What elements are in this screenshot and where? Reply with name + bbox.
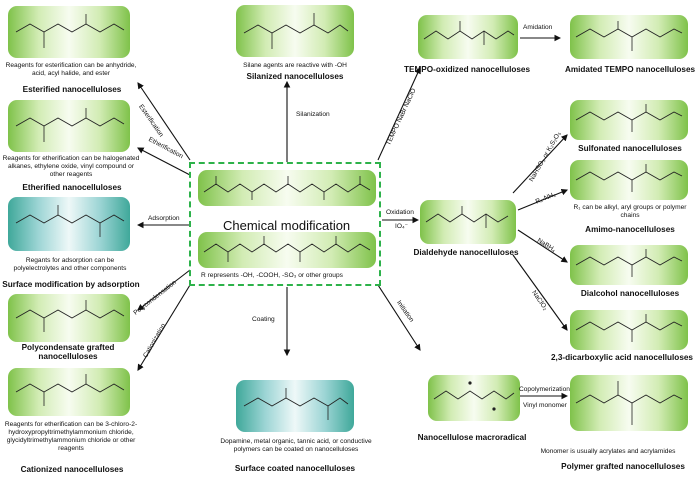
dialcohol-chain	[570, 245, 688, 285]
esterified-chain	[8, 6, 130, 58]
silanized-note: Silane agents are reactive with -OH	[243, 62, 347, 69]
silanized-chain	[236, 5, 354, 57]
coated-note: Dopamine, metal organic, tannic acid, or…	[220, 438, 372, 453]
arrow-polycondensation	[137, 269, 191, 311]
silanized-title: Silanized nanocelluloses	[246, 72, 344, 81]
adsorption-note: Regants for adsorption can be polyelectr…	[13, 257, 127, 272]
polycondensate-chain	[8, 294, 130, 342]
periodate-label: IO₄⁻	[395, 223, 409, 230]
dialcohol-title: Dialcohol nanocelluloses	[580, 289, 680, 298]
adsorption-chain	[8, 197, 130, 251]
adsorption-label: Adsorption	[148, 215, 180, 222]
dicarboxylic-chain	[570, 310, 688, 350]
etherified-chain	[8, 100, 130, 152]
center-top-chain	[198, 170, 376, 206]
chemical-modification-box	[189, 162, 381, 286]
sulfonated-title: Sulfonated nanocelluloses	[578, 144, 682, 153]
arrow-amine	[517, 189, 569, 211]
cationized-chain	[8, 368, 130, 416]
arrow-nabh4	[517, 229, 568, 263]
vinyl-monomer-label: Vinyl monomer	[523, 402, 567, 409]
etherified-note: Reagents for etherification can be halog…	[2, 155, 140, 178]
chemical-modification-title: Chemical modification	[223, 218, 351, 233]
coated-chain	[236, 380, 354, 432]
arrow-esterification	[137, 82, 191, 161]
dialdehyde-title: Dialdehyde nanocelluloses	[413, 248, 519, 257]
amidated-title: Amidated TEMPO nanocelluloses	[564, 65, 696, 74]
etherified-title: Etherified nanocelluloses	[22, 183, 122, 192]
sulfonated-chain	[570, 100, 688, 140]
grafted-note: Monomer is usually acrylates and acrylam…	[540, 448, 676, 455]
silanization-label: Silanization	[296, 111, 330, 118]
esterified-note: Reagents for esterification can be anhyd…	[5, 62, 137, 77]
grafted-chain	[570, 375, 688, 431]
polycondensate-title: Polycondensate grafted nanocelluloses	[21, 343, 115, 361]
oxidation-label: Oxidation	[386, 209, 414, 216]
macroradical-title: Nanocellulose macroradical	[417, 433, 527, 442]
center-bottom-chain	[198, 232, 376, 268]
tempo-title: TEMPO-oxidized nanocelluloses	[403, 65, 531, 74]
tempo-chain	[418, 15, 518, 59]
arrow-etherification	[137, 147, 191, 176]
coated-title: Surface coated nanocelluloses	[234, 464, 356, 473]
cationized-title: Cationized nanocelluloses	[20, 465, 124, 474]
arrow-cationization	[137, 284, 191, 371]
copolymerization-label: Copolymerization	[519, 386, 570, 393]
amino-note: R₁ can be alkyl, aryl groups or polymer …	[573, 204, 687, 219]
amino-title: Amimo-nanocelluloses	[585, 225, 675, 234]
amidation-label: Amidation	[523, 24, 553, 31]
cationized-note: Reagents for etherification can be 3-chl…	[4, 421, 138, 452]
arrow-tempo	[377, 66, 421, 161]
coating-label: Coating	[252, 316, 275, 323]
esterified-title: Esterified nanocelluloses	[22, 85, 122, 94]
dialdehyde-chain	[420, 200, 516, 244]
arrow-initiation	[377, 284, 421, 351]
amino-chain	[570, 160, 688, 200]
arrow-sulfonate	[512, 134, 568, 194]
grafted-title: Polymer grafted nanocelluloses	[561, 462, 685, 471]
arrow-naclo2	[512, 254, 568, 331]
adsorption-title: Surface modification by adsorption	[2, 280, 140, 289]
dicarboxylic-title: 2,3-dicarboxylic acid nanocelluloses	[551, 353, 693, 362]
macroradical-chain	[428, 375, 520, 421]
amidated-chain	[570, 15, 688, 59]
center-note: R represents -OH, -COOH, -SO₃ or other g…	[201, 272, 343, 279]
